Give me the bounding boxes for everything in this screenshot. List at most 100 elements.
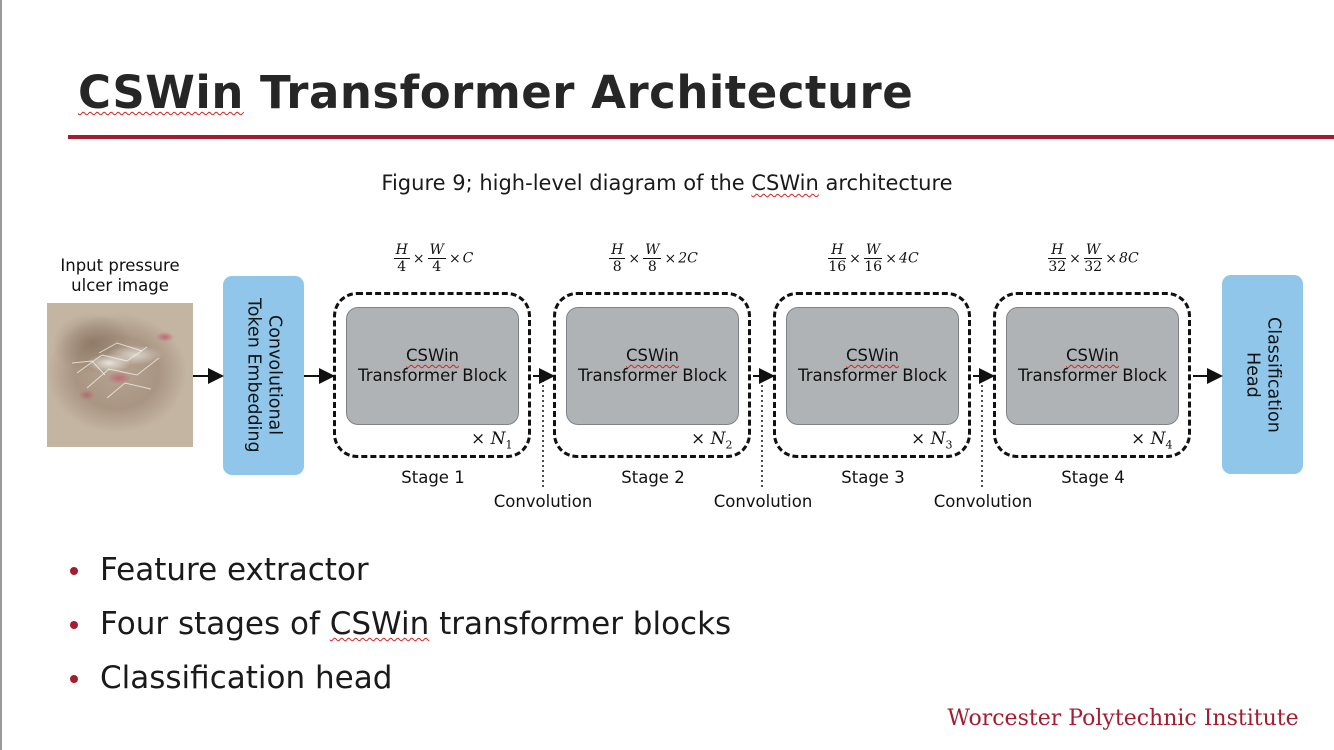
dim-channels: 4C xyxy=(899,250,919,267)
stage-label: Stage 3 xyxy=(841,468,905,487)
caption-part-3: architecture xyxy=(818,171,953,195)
convolution-label: Convolution xyxy=(713,492,813,511)
convolution-label: Convolution xyxy=(493,492,593,511)
classification-head-block: Classification Head xyxy=(1222,275,1303,474)
cswin-transformer-block: CSWin Transformer Block xyxy=(1006,307,1179,425)
head-label-line2: Head xyxy=(1242,351,1263,398)
dim-h-den: 8 xyxy=(612,259,622,275)
dim-h-num: H xyxy=(393,242,410,259)
stage-repeat-count: × N2 xyxy=(691,429,733,451)
dim-channels: C xyxy=(462,250,474,267)
bullet-text-a: Four stages of xyxy=(100,606,330,642)
title-rest: Transformer Architecture xyxy=(243,66,914,119)
block-title: CSWin xyxy=(1066,346,1119,365)
institution-footer: Worcester Polytechnic Institute xyxy=(947,706,1299,731)
dim-h-den: 32 xyxy=(1048,259,1067,275)
repeat-symbol: × N xyxy=(1131,429,1166,449)
dim-channels: 8C xyxy=(1119,250,1139,267)
repeat-symbol: × N xyxy=(471,429,506,449)
input-label-line1: Input pressure xyxy=(60,256,180,275)
cswin-transformer-block: CSWin Transformer Block xyxy=(566,307,739,425)
bullet-text: Classification head xyxy=(100,660,393,696)
convolution-label: Convolution xyxy=(933,492,1033,511)
bullet-dot xyxy=(70,621,78,629)
times-sign: × xyxy=(1069,250,1081,267)
block-subtitle: Transformer Block xyxy=(358,366,507,385)
repeat-subscript: 2 xyxy=(725,438,733,452)
times-sign: × xyxy=(849,250,861,267)
block-subtitle: Transformer Block xyxy=(1018,366,1167,385)
repeat-subscript: 3 xyxy=(945,438,953,452)
stage-repeat-count: × N4 xyxy=(1131,429,1173,451)
figure-caption: Figure 9; high-level diagram of the CSWi… xyxy=(0,171,1334,195)
dim-h-den: 4 xyxy=(397,259,407,275)
embedding-label: Convolutional Token Embedding xyxy=(243,298,285,453)
dim-h-den: 16 xyxy=(828,259,847,275)
bullet-item: Classification head xyxy=(68,651,731,705)
title-underline-rule xyxy=(68,135,1334,139)
bullet-item: Feature extractor xyxy=(68,543,731,597)
stage-repeat-count: × N3 xyxy=(911,429,953,451)
caption-part-1: Figure 9; high-level diagram of the xyxy=(381,171,752,195)
input-image-label: Input pressure ulcer image xyxy=(40,256,200,296)
times-sign: × xyxy=(412,250,425,267)
cswin-transformer-block: CSWin Transformer Block xyxy=(786,307,959,425)
dim-w-num: W xyxy=(643,242,662,259)
repeat-subscript: 4 xyxy=(1165,438,1173,452)
dim-h-num: H xyxy=(828,242,847,259)
dim-h-num: H xyxy=(1048,242,1067,259)
stage-repeat-count: × N1 xyxy=(471,429,513,451)
bullet-dot xyxy=(70,675,78,683)
input-label-line2: ulcer image xyxy=(71,276,169,295)
slide-title: CSWin Transformer Architecture xyxy=(78,66,913,119)
bullet-list: Feature extractor Four stages of CSWin t… xyxy=(68,543,731,705)
times-sign: × xyxy=(628,250,641,267)
pressure-ulcer-image xyxy=(47,303,193,447)
block-subtitle: Transformer Block xyxy=(798,366,947,385)
title-cswin: CSWin xyxy=(78,66,244,119)
bullet-text-c: transformer blocks xyxy=(429,606,732,642)
bullet-text: Feature extractor xyxy=(100,552,369,588)
bullet-dot xyxy=(70,567,78,575)
head-label-line1: Classification xyxy=(1263,316,1284,433)
block-title: CSWin xyxy=(626,346,679,365)
dim-w-den: 16 xyxy=(864,259,883,275)
repeat-subscript: 1 xyxy=(505,438,513,452)
block-title: CSWin xyxy=(406,346,459,365)
dim-w-num: W xyxy=(1083,242,1103,259)
stage-label: Stage 2 xyxy=(621,468,685,487)
block-subtitle: Transformer Block xyxy=(578,366,727,385)
stage-label: Stage 4 xyxy=(1061,468,1125,487)
conv-token-embedding-block: Convolutional Token Embedding xyxy=(223,276,304,475)
slide-left-edge xyxy=(0,0,2,750)
stage-label: Stage 1 xyxy=(401,468,465,487)
head-label: Classification Head xyxy=(1242,317,1284,433)
dim-channels: 2C xyxy=(678,250,698,267)
block-title: CSWin xyxy=(846,346,899,365)
dim-w-num: W xyxy=(863,242,883,259)
times-sign: × xyxy=(1105,250,1118,267)
times-sign: × xyxy=(885,250,898,267)
bullet-item: Four stages of CSWin transformer blocks xyxy=(68,597,731,651)
embedding-label-line2: Token Embedding xyxy=(243,298,264,453)
dim-w-den: 8 xyxy=(647,259,657,275)
times-sign: × xyxy=(664,250,677,267)
bullet-text-cswin: CSWin xyxy=(329,606,430,642)
cswin-transformer-block: CSWin Transformer Block xyxy=(346,307,519,425)
dim-w-den: 4 xyxy=(432,259,442,275)
caption-cswin: CSWin xyxy=(751,171,819,195)
repeat-symbol: × N xyxy=(911,429,946,449)
